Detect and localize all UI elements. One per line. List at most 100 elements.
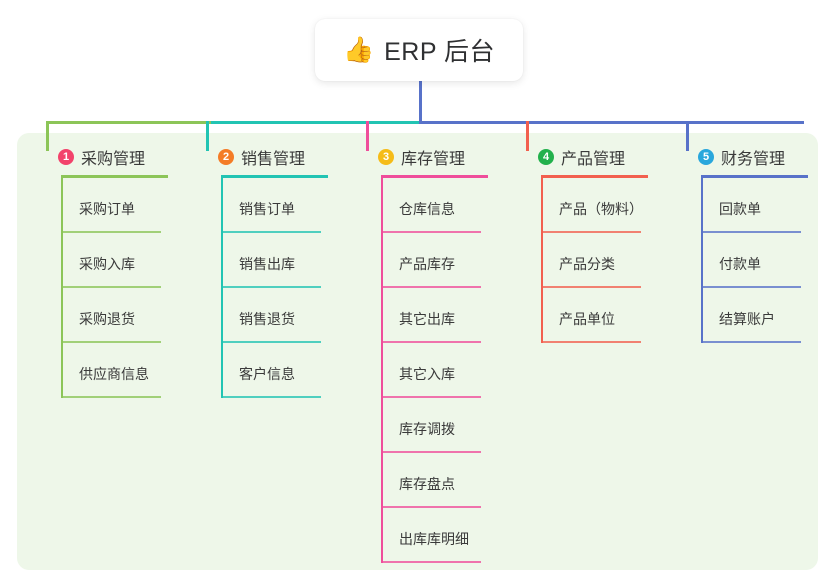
menu-item-rule bbox=[61, 341, 161, 343]
menu-item-rule bbox=[541, 286, 641, 288]
column-spine bbox=[381, 178, 383, 563]
menu-item-rule bbox=[381, 341, 481, 343]
column-title: 产品管理 bbox=[561, 151, 626, 168]
column-4: 4 产品管理产品（物料） 产品分类产品单位 bbox=[518, 145, 678, 343]
menu-item-label: 销售订单 bbox=[239, 201, 295, 217]
connector-root-drop bbox=[419, 81, 422, 123]
menu-item[interactable]: 结算账户 bbox=[701, 288, 838, 343]
menu-item[interactable]: 仓库信息 bbox=[381, 178, 518, 233]
menu-item-label: 库存盘点 bbox=[399, 476, 455, 492]
menu-item[interactable]: 其它出库 bbox=[381, 288, 518, 343]
menu-item-rule bbox=[381, 451, 481, 453]
menu-item-label: 回款单 bbox=[719, 201, 761, 217]
menu-item-label: 采购退货 bbox=[79, 311, 135, 327]
connector-drop-column-5 bbox=[686, 121, 689, 151]
connector-drop-column-1 bbox=[46, 121, 49, 151]
menu-item-label: 产品单位 bbox=[559, 311, 615, 327]
connector-drop-column-2 bbox=[206, 121, 209, 151]
menu-item[interactable]: 产品库存 bbox=[381, 233, 518, 288]
menu-item[interactable]: 产品单位 bbox=[541, 288, 678, 343]
column-items: 采购订单采购入库采购退货供应商信息 bbox=[61, 178, 198, 398]
menu-item[interactable]: 客户信息 bbox=[221, 343, 358, 398]
menu-item-label: 客户信息 bbox=[239, 366, 295, 382]
root-node-title: ERP 后台 bbox=[384, 38, 496, 66]
thumbs-up-icon: 👍 bbox=[342, 35, 375, 64]
column-title: 销售管理 bbox=[241, 151, 306, 168]
column-badge-5: 5 bbox=[698, 149, 714, 165]
menu-item-rule bbox=[61, 231, 161, 233]
menu-item-label: 采购入库 bbox=[79, 256, 135, 272]
column-items: 产品（物料） 产品分类产品单位 bbox=[541, 178, 678, 343]
column-spine bbox=[701, 178, 703, 343]
menu-item-rule bbox=[381, 561, 481, 563]
diagram-panel-background bbox=[17, 133, 818, 570]
column-header-rule bbox=[61, 175, 168, 178]
menu-item-rule bbox=[381, 506, 481, 508]
menu-item-label: 销售出库 bbox=[239, 256, 295, 272]
column-title: 财务管理 bbox=[721, 151, 786, 168]
menu-item[interactable]: 回款单 bbox=[701, 178, 838, 233]
column-header-1[interactable]: 1 采购管理 bbox=[38, 145, 198, 169]
menu-item[interactable]: 库存盘点 bbox=[381, 453, 518, 508]
menu-item[interactable]: 出库库明细 bbox=[381, 508, 518, 563]
menu-item-label: 销售退货 bbox=[239, 311, 295, 327]
menu-item[interactable]: 供应商信息 bbox=[61, 343, 198, 398]
menu-item-rule bbox=[221, 286, 321, 288]
menu-item[interactable]: 产品分类 bbox=[541, 233, 678, 288]
menu-item-label: 其它入库 bbox=[399, 366, 455, 382]
column-1: 1 采购管理采购订单采购入库采购退货供应商信息 bbox=[38, 145, 198, 398]
menu-item[interactable]: 产品（物料） bbox=[541, 178, 678, 233]
menu-item[interactable]: 采购入库 bbox=[61, 233, 198, 288]
menu-item-rule bbox=[381, 286, 481, 288]
menu-item-label: 供应商信息 bbox=[79, 366, 149, 382]
menu-item-rule bbox=[61, 396, 161, 398]
menu-item-rule bbox=[701, 286, 801, 288]
menu-item-label: 产品分类 bbox=[559, 256, 615, 272]
column-spine bbox=[61, 178, 63, 398]
menu-item-rule bbox=[381, 231, 481, 233]
menu-item-rule bbox=[701, 341, 801, 343]
menu-item-rule bbox=[221, 341, 321, 343]
menu-item[interactable]: 销售退货 bbox=[221, 288, 358, 343]
connector-bus-segment-middle bbox=[211, 121, 419, 124]
column-2: 2 销售管理销售订单销售出库销售退货客户信息 bbox=[198, 145, 358, 398]
menu-item-rule bbox=[221, 396, 321, 398]
menu-item[interactable]: 采购订单 bbox=[61, 178, 198, 233]
menu-item-label: 出库库明细 bbox=[399, 531, 469, 547]
column-header-rule bbox=[381, 175, 488, 178]
menu-item[interactable]: 销售订单 bbox=[221, 178, 358, 233]
column-5: 5 财务管理回款单付款单结算账户 bbox=[678, 145, 838, 343]
menu-item[interactable]: 销售出库 bbox=[221, 233, 358, 288]
column-items: 仓库信息产品库存其它出库其它入库库存调拨库存盘点出库库明细 bbox=[381, 178, 518, 563]
column-header-5[interactable]: 5 财务管理 bbox=[678, 145, 838, 169]
column-badge-4: 4 bbox=[538, 149, 554, 165]
column-header-4[interactable]: 4 产品管理 bbox=[518, 145, 678, 169]
menu-item-label: 采购订单 bbox=[79, 201, 135, 217]
column-spine bbox=[541, 178, 543, 343]
menu-item[interactable]: 其它入库 bbox=[381, 343, 518, 398]
root-node-erp-backend[interactable]: 👍 ERP 后台 bbox=[315, 19, 523, 81]
menu-item-label: 付款单 bbox=[719, 256, 761, 272]
connector-bus-segment-left bbox=[46, 121, 211, 124]
column-header-2[interactable]: 2 销售管理 bbox=[198, 145, 358, 169]
menu-item[interactable]: 付款单 bbox=[701, 233, 838, 288]
column-badge-1: 1 bbox=[58, 149, 74, 165]
column-badge-2: 2 bbox=[218, 149, 234, 165]
menu-item[interactable]: 库存调拨 bbox=[381, 398, 518, 453]
connector-bus-segment-right bbox=[419, 121, 804, 124]
menu-item-rule bbox=[61, 286, 161, 288]
column-title: 库存管理 bbox=[401, 151, 466, 168]
column-title: 采购管理 bbox=[81, 151, 146, 168]
menu-item-rule bbox=[221, 231, 321, 233]
menu-item-label: 其它出库 bbox=[399, 311, 455, 327]
column-items: 回款单付款单结算账户 bbox=[701, 178, 838, 343]
menu-item-rule bbox=[541, 341, 641, 343]
column-items: 销售订单销售出库销售退货客户信息 bbox=[221, 178, 358, 398]
menu-item[interactable]: 采购退货 bbox=[61, 288, 198, 343]
menu-item-label: 结算账户 bbox=[719, 311, 775, 327]
menu-item-rule bbox=[381, 396, 481, 398]
column-header-rule bbox=[541, 175, 648, 178]
menu-item-label: 产品（物料） bbox=[559, 201, 643, 217]
